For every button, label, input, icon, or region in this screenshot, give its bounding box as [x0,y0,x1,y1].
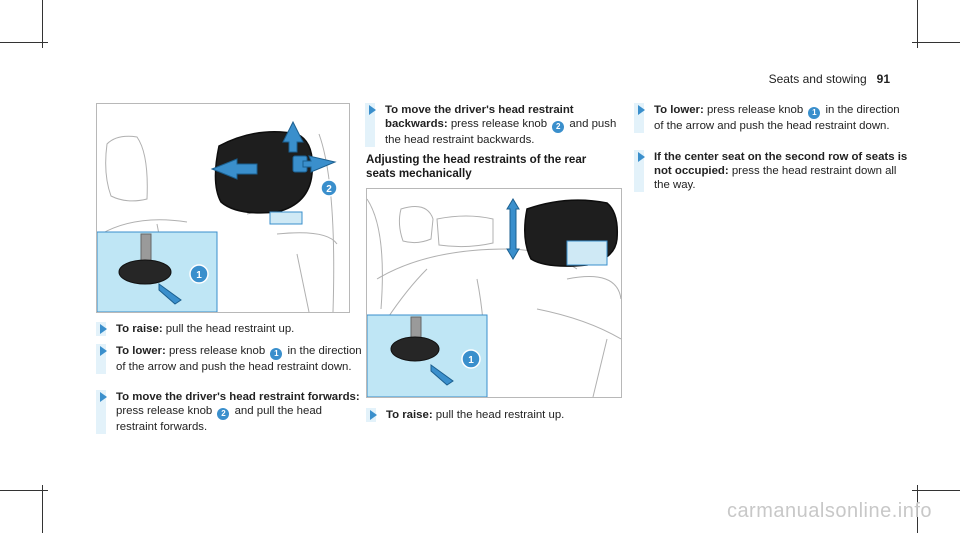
step-text: in the direction of the arrow and push t… [654,104,900,132]
watermark: carmanualsonline.info [726,500,932,522]
step-text: in the direction of the arrow and push t… [116,345,362,373]
step-title: To move the driver's head restraint back… [385,104,574,130]
step-arrow-icon [370,410,377,420]
step-title: If the center seat on the second row of … [654,151,908,177]
step-arrow-icon [100,346,107,356]
step-title: To raise: [386,409,433,421]
step-center-seat: If the center seat on the second row of … [634,150,908,192]
callout-1: 1 [196,270,202,281]
step-title: To lower: [116,345,166,357]
callout-1: 1 [468,355,474,366]
step-lower-front: To lower: press release knob 1 in the di… [96,344,364,374]
step-text: press release knob [165,345,269,357]
knob-1-icon: 1 [270,348,283,360]
step-text: pull the head restraint up. [162,323,295,335]
front-head-restraint-figure: 2 1 [96,103,350,313]
knob-2-icon: 2 [552,121,565,133]
step-lower-rear: To lower: press release knob 1 in the di… [634,103,908,133]
page-number: 91 [876,72,890,86]
rear-head-restraint-illustration: 1 [367,198,621,397]
callout-2: 2 [326,184,332,195]
step-arrow-icon [369,105,376,115]
step-text: press release knob [447,118,551,130]
step-arrow-icon [638,105,645,115]
knob-1-icon: 1 [808,107,821,119]
step-text: pull the head restraint up. [432,409,565,421]
knob-2-icon: 2 [217,408,230,420]
step-arrow-icon [100,324,107,334]
step-text: press release knob [116,405,216,417]
step-title: To move the driver's head restraint forw… [116,391,360,403]
step-arrow-icon [638,152,645,162]
step-forward-front: To move the driver's head restraint forw… [96,390,364,434]
front-head-restraint-illustration: 2 1 [97,120,338,312]
step-text: and pull the head restraint forwards. [116,405,322,433]
step-text: press release knob [703,104,807,116]
step-arrow-icon [100,392,107,402]
section-title: Seats and stowing [768,72,867,86]
step-raise-front: To raise: pull the head restraint up. [96,322,364,336]
step-backward-front: To move the driver's head restraint back… [365,103,627,147]
step-text: press the head restraint down all the wa… [654,165,897,191]
step-raise-rear: To raise: pull the head restraint up. [366,408,630,422]
step-text: and push the head restraint backwards. [385,118,617,146]
page-header: Seats and stowing 91 [769,72,890,86]
rear-head-restraint-figure: 1 [366,188,622,398]
rear-seats-subheading: Adjusting the head restraints of the rea… [366,153,587,180]
step-title: To raise: [116,323,163,335]
step-title: To lower: [654,104,704,116]
